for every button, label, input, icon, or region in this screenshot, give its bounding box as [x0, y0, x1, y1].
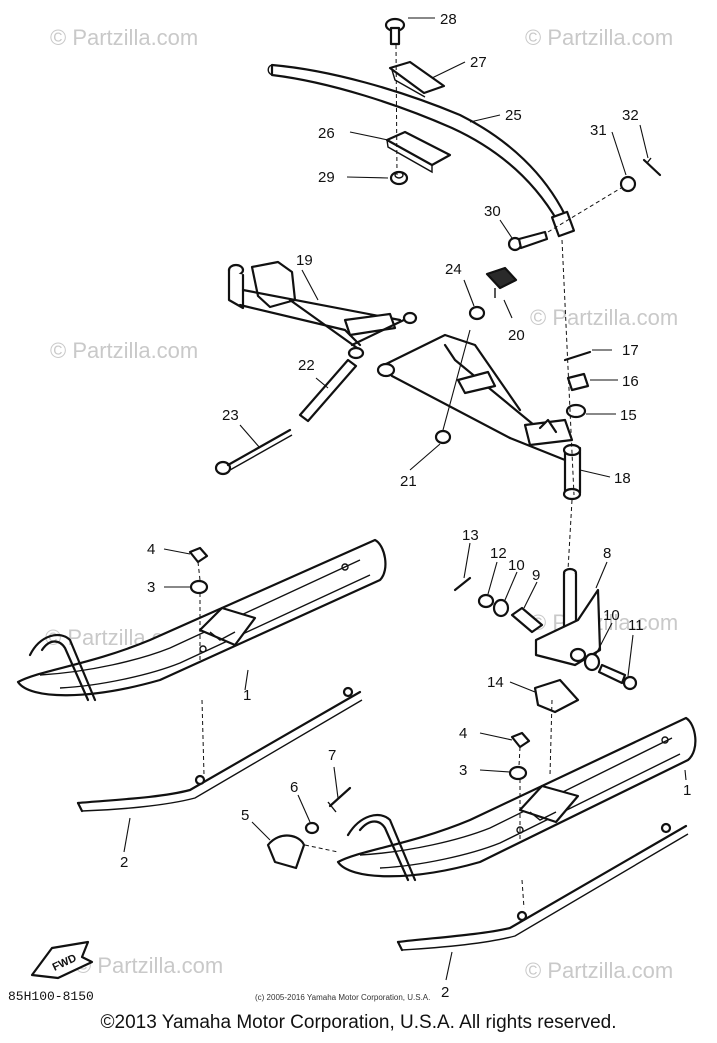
callout-25: 25 [505, 107, 522, 124]
callout-28: 28 [440, 11, 457, 28]
copyright-footer: ©2013 Yamaha Motor Corporation, U.S.A. A… [100, 1012, 617, 1033]
callout-1: 1 [683, 782, 691, 799]
watermark: © Partzilla.com [75, 953, 223, 978]
part-1-ski-left [16, 538, 387, 702]
part-13-cotter-pin [453, 576, 472, 592]
small-copyright: (c) 2005-2016 Yamaha Motor Corporation, … [255, 993, 430, 1002]
part-4-nut-left [188, 546, 209, 564]
callout-2: 2 [441, 984, 449, 1001]
callout-5: 5 [241, 807, 249, 824]
part-18-lower-arm [376, 333, 582, 501]
part-22-collar [298, 358, 358, 423]
fwd-arrow-icon: FWD [30, 940, 94, 980]
watermark: © Partzilla.com [530, 305, 678, 330]
watermark: © Partzilla.com [525, 958, 673, 983]
callout-29: 29 [318, 169, 335, 186]
callout-4: 4 [147, 541, 155, 558]
part-8-spindle [534, 567, 602, 667]
part-5-plate [266, 834, 306, 870]
part-4-nut-right [510, 731, 531, 749]
part-23-bolt [214, 428, 293, 476]
callout-16: 16 [622, 373, 639, 390]
callout-31: 31 [590, 122, 607, 139]
part-7-pin [327, 786, 352, 813]
callout-8: 8 [603, 545, 611, 562]
callout-1: 1 [243, 687, 251, 704]
part-11-bolt [597, 663, 638, 691]
callout-3: 3 [147, 579, 155, 596]
watermark: © Partzilla.com [50, 25, 198, 50]
callout-24: 24 [445, 261, 462, 278]
diagram-code: 85H100-8150 [8, 989, 94, 1004]
part-24-nut [468, 305, 486, 321]
watermark: © Partzilla.com [525, 25, 673, 50]
callout-9: 9 [532, 567, 540, 584]
watermark: © Partzilla.com [50, 338, 198, 363]
callout-22: 22 [298, 357, 315, 374]
callout-15: 15 [620, 407, 637, 424]
callout-12: 12 [490, 545, 507, 562]
part-12-nut [477, 593, 495, 609]
part-21-nut [434, 429, 452, 445]
callout-26: 26 [318, 125, 335, 142]
part-10-washer-b [583, 652, 601, 672]
part-30-bolt [507, 230, 549, 252]
callout-23: 23 [222, 407, 239, 424]
part-26-plate [385, 130, 452, 174]
callout-32: 32 [622, 107, 639, 124]
callout-30: 30 [484, 203, 501, 220]
part-29-nut [389, 170, 409, 186]
callout-7: 7 [328, 747, 336, 764]
part-10-washer-a [492, 598, 510, 618]
callout-14: 14 [487, 674, 504, 691]
part-15-washer [565, 403, 587, 419]
part-20-bracket [485, 266, 518, 298]
part-9-collar [510, 606, 544, 634]
callout-10: 10 [603, 607, 620, 624]
part-25-bar [267, 63, 576, 238]
part-3-washer-left [189, 579, 209, 595]
leader-lines [123, 17, 687, 981]
part-19-upper-arm [227, 260, 418, 360]
part-17-cotter-pin [563, 350, 592, 362]
callout-numbers: 28 27 25 26 29 31 32 30 19 24 20 22 23 2… [120, 11, 691, 1001]
callout-6: 6 [290, 779, 298, 796]
part-1-ski-right [336, 716, 697, 882]
callout-20: 20 [508, 327, 525, 344]
part-32-cotter-pin [642, 157, 662, 177]
callout-18: 18 [614, 470, 631, 487]
part-14-bumper [533, 678, 580, 714]
part-31-nut [619, 175, 637, 193]
callout-27: 27 [470, 54, 487, 71]
callout-19: 19 [296, 252, 313, 269]
part-2-runner-left [76, 686, 363, 813]
part-28-bolt [384, 17, 406, 46]
callout-2: 2 [120, 854, 128, 871]
callout-10: 10 [508, 557, 525, 574]
watermarks: © Partzilla.com © Partzilla.com © Partzi… [45, 25, 678, 983]
callout-13: 13 [462, 527, 479, 544]
callout-3: 3 [459, 762, 467, 779]
callout-11: 11 [628, 617, 644, 634]
callout-17: 17 [622, 342, 639, 359]
part-16-nut [566, 372, 590, 392]
part-3-washer-right [508, 765, 528, 781]
callout-21: 21 [400, 473, 417, 490]
part-2-runner-right [396, 822, 689, 952]
part-27-bracket [388, 60, 446, 98]
callout-4: 4 [459, 725, 467, 742]
part-6-bolt [304, 821, 320, 835]
